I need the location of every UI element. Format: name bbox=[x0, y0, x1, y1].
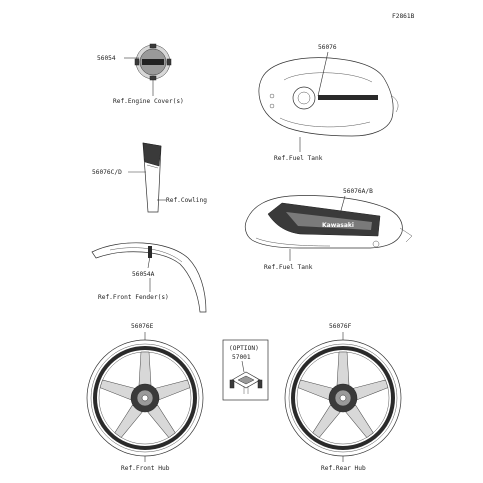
part-number-56054: 56054 bbox=[97, 55, 116, 62]
part-number-57001: 57001 bbox=[232, 354, 251, 361]
part-number-56076ab: 56076A/B bbox=[343, 188, 373, 195]
part-number-56054a: 56054A bbox=[132, 271, 155, 278]
emblem-text: Kawasaki bbox=[322, 222, 354, 229]
ref-rear-hub-label: Ref.Rear Hub bbox=[321, 465, 366, 472]
engine-cover-emblem[interactable] bbox=[134, 43, 172, 81]
option-box[interactable]: (OPTION) 57001 bbox=[222, 339, 269, 401]
ref-fuel-tank-label-2: Ref.Fuel Tank bbox=[264, 264, 313, 271]
front-fender[interactable] bbox=[91, 242, 207, 313]
ref-fuel-tank-label-1: Ref.Fuel Tank bbox=[274, 155, 323, 162]
part-number-56076e: 56076E bbox=[131, 323, 154, 330]
ref-front-hub-label: Ref.Front Hub bbox=[121, 465, 170, 472]
rear-wheel[interactable] bbox=[284, 339, 402, 457]
figure-id: F2861B bbox=[392, 13, 415, 20]
part-number-56076: 56076 bbox=[318, 44, 337, 51]
option-label: (OPTION) bbox=[229, 345, 259, 352]
ref-engine-cover-label: Ref.Engine Cover(s) bbox=[113, 98, 184, 105]
leader-56054a bbox=[147, 255, 151, 269]
option-tool bbox=[229, 371, 263, 394]
part-number-56076cd: 56076C/D bbox=[92, 169, 122, 176]
ref-front-fender-label: Ref.Front Fender(s) bbox=[98, 294, 169, 301]
leader-56076ab bbox=[339, 195, 346, 215]
front-wheel[interactable] bbox=[86, 339, 204, 457]
ref-cowling-label: Ref.Cowling bbox=[166, 197, 207, 204]
part-number-56076f: 56076F bbox=[329, 323, 352, 330]
leader-57001 bbox=[241, 360, 245, 373]
fuel-tank-top[interactable] bbox=[258, 57, 399, 137]
cowling-decal[interactable] bbox=[142, 142, 162, 213]
fuel-tank-side[interactable]: Kawasaki bbox=[244, 195, 413, 249]
leader-56076 bbox=[317, 51, 329, 97]
